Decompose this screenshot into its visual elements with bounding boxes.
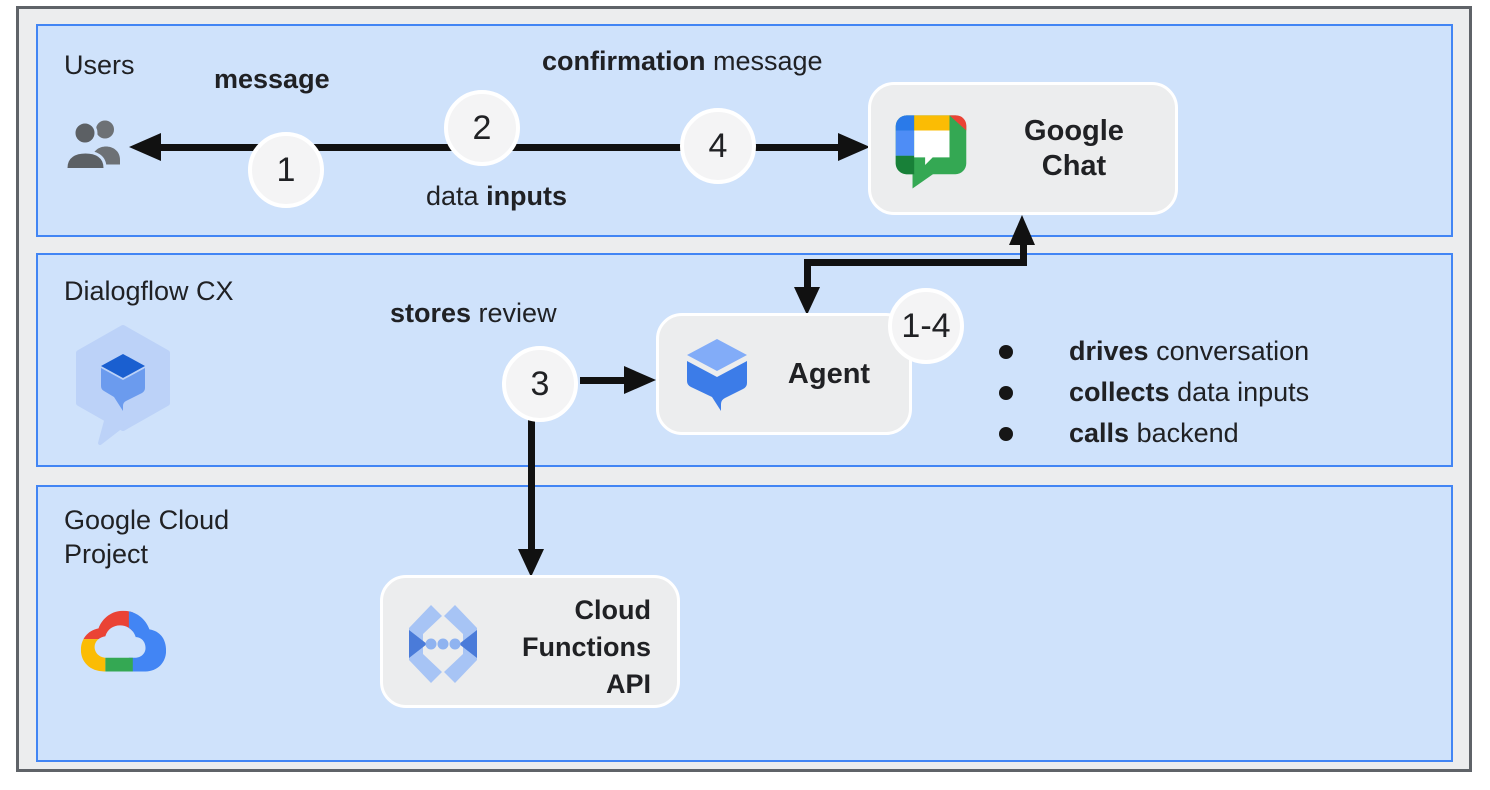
bullet-dot xyxy=(999,426,1013,441)
bullet-calls-backend: calls backend xyxy=(985,413,1309,454)
label-confirmation-message: confirmation message xyxy=(542,46,823,77)
bullet-text: calls backend xyxy=(1069,418,1239,449)
label-data-inputs-bold: inputs xyxy=(486,181,568,211)
bullet-bold: calls xyxy=(1069,418,1130,448)
band-gcp-label-line1: Google Cloud xyxy=(64,505,230,535)
node-cloud-functions-label: Cloud Functions API xyxy=(522,592,651,703)
label-data-inputs: data inputs xyxy=(426,181,567,212)
bullet-drives-conversation: drives conversation xyxy=(985,331,1309,372)
bullet-rest: data inputs xyxy=(1169,377,1310,407)
arrow-3-agent-line xyxy=(580,377,628,384)
band-users-label: Users xyxy=(64,50,135,80)
node-cloud-functions-line3: API xyxy=(605,669,651,699)
band-gcp xyxy=(36,485,1453,762)
arrow-elbow-right-vertical xyxy=(1020,243,1027,266)
users-icon xyxy=(64,120,120,171)
arrow-3-agent-head xyxy=(624,366,656,394)
label-message: message xyxy=(214,64,330,95)
dialogflow-cx-icon xyxy=(76,325,170,445)
label-confirmation-bold: confirmation xyxy=(542,46,706,76)
node-cloud-functions-line2: Functions xyxy=(522,632,651,662)
band-gcp-label: Google Cloud Project xyxy=(64,503,229,571)
bullet-bold: collects xyxy=(1069,377,1170,407)
bullet-bold: drives xyxy=(1069,336,1149,366)
step-circle-2: 2 xyxy=(444,90,520,166)
step-circle-4: 4 xyxy=(680,108,756,184)
label-data-inputs-pre: data xyxy=(426,181,487,211)
label-stores-bold: stores xyxy=(390,298,472,328)
band-gcp-label-line2: Project xyxy=(64,539,149,569)
node-cloud-functions-line1: Cloud xyxy=(574,595,651,625)
bullet-text: drives conversation xyxy=(1069,336,1309,367)
bullet-collects-data-inputs: collects data inputs xyxy=(985,372,1309,413)
label-stores-review: stores review xyxy=(390,298,557,329)
arrow-elbow-horizontal xyxy=(804,259,1027,266)
bullet-rest: backend xyxy=(1129,418,1239,448)
node-google-chat: Google Chat xyxy=(868,82,1178,215)
node-google-chat-line2: Chat xyxy=(1041,149,1107,182)
label-confirmation-rest: message xyxy=(705,46,823,76)
label-stores-rest: review xyxy=(471,298,557,328)
node-cloud-functions: Cloud Functions API xyxy=(380,575,680,708)
cloud-functions-icon xyxy=(409,605,477,683)
arrow-3-functions-line xyxy=(528,419,535,551)
arrow-to-users-head xyxy=(129,133,161,161)
band-dialogflow-label: Dialogflow CX xyxy=(64,276,234,306)
google-cloud-icon xyxy=(80,610,167,672)
node-agent: Agent xyxy=(656,313,912,435)
node-agent-label: Agent xyxy=(787,357,871,390)
step-circle-1: 1 xyxy=(248,132,324,208)
arrow-elbow-left-vertical xyxy=(804,262,811,289)
node-google-chat-label: Google Chat xyxy=(973,114,1175,184)
bullet-dot xyxy=(999,344,1013,359)
bullet-rest: conversation xyxy=(1148,336,1310,366)
node-google-chat-line1: Google xyxy=(1024,114,1124,147)
bullet-dot xyxy=(999,385,1013,400)
google-chat-icon xyxy=(895,114,967,188)
arrow-3-functions-head xyxy=(518,549,544,577)
bullet-text: collects data inputs xyxy=(1069,377,1309,408)
agent-bullet-list: drives conversation collects data inputs… xyxy=(985,331,1309,454)
arrow-chat-to-agent-head xyxy=(794,287,820,315)
step-badge-1-4: 1-4 xyxy=(888,288,964,364)
label-message-bold: message xyxy=(214,64,330,94)
arrow-agent-to-chat-head xyxy=(1009,215,1035,245)
step-circle-3: 3 xyxy=(502,346,578,422)
arrow-to-chat-head xyxy=(838,133,870,161)
dialogflow-agent-icon xyxy=(687,339,747,411)
